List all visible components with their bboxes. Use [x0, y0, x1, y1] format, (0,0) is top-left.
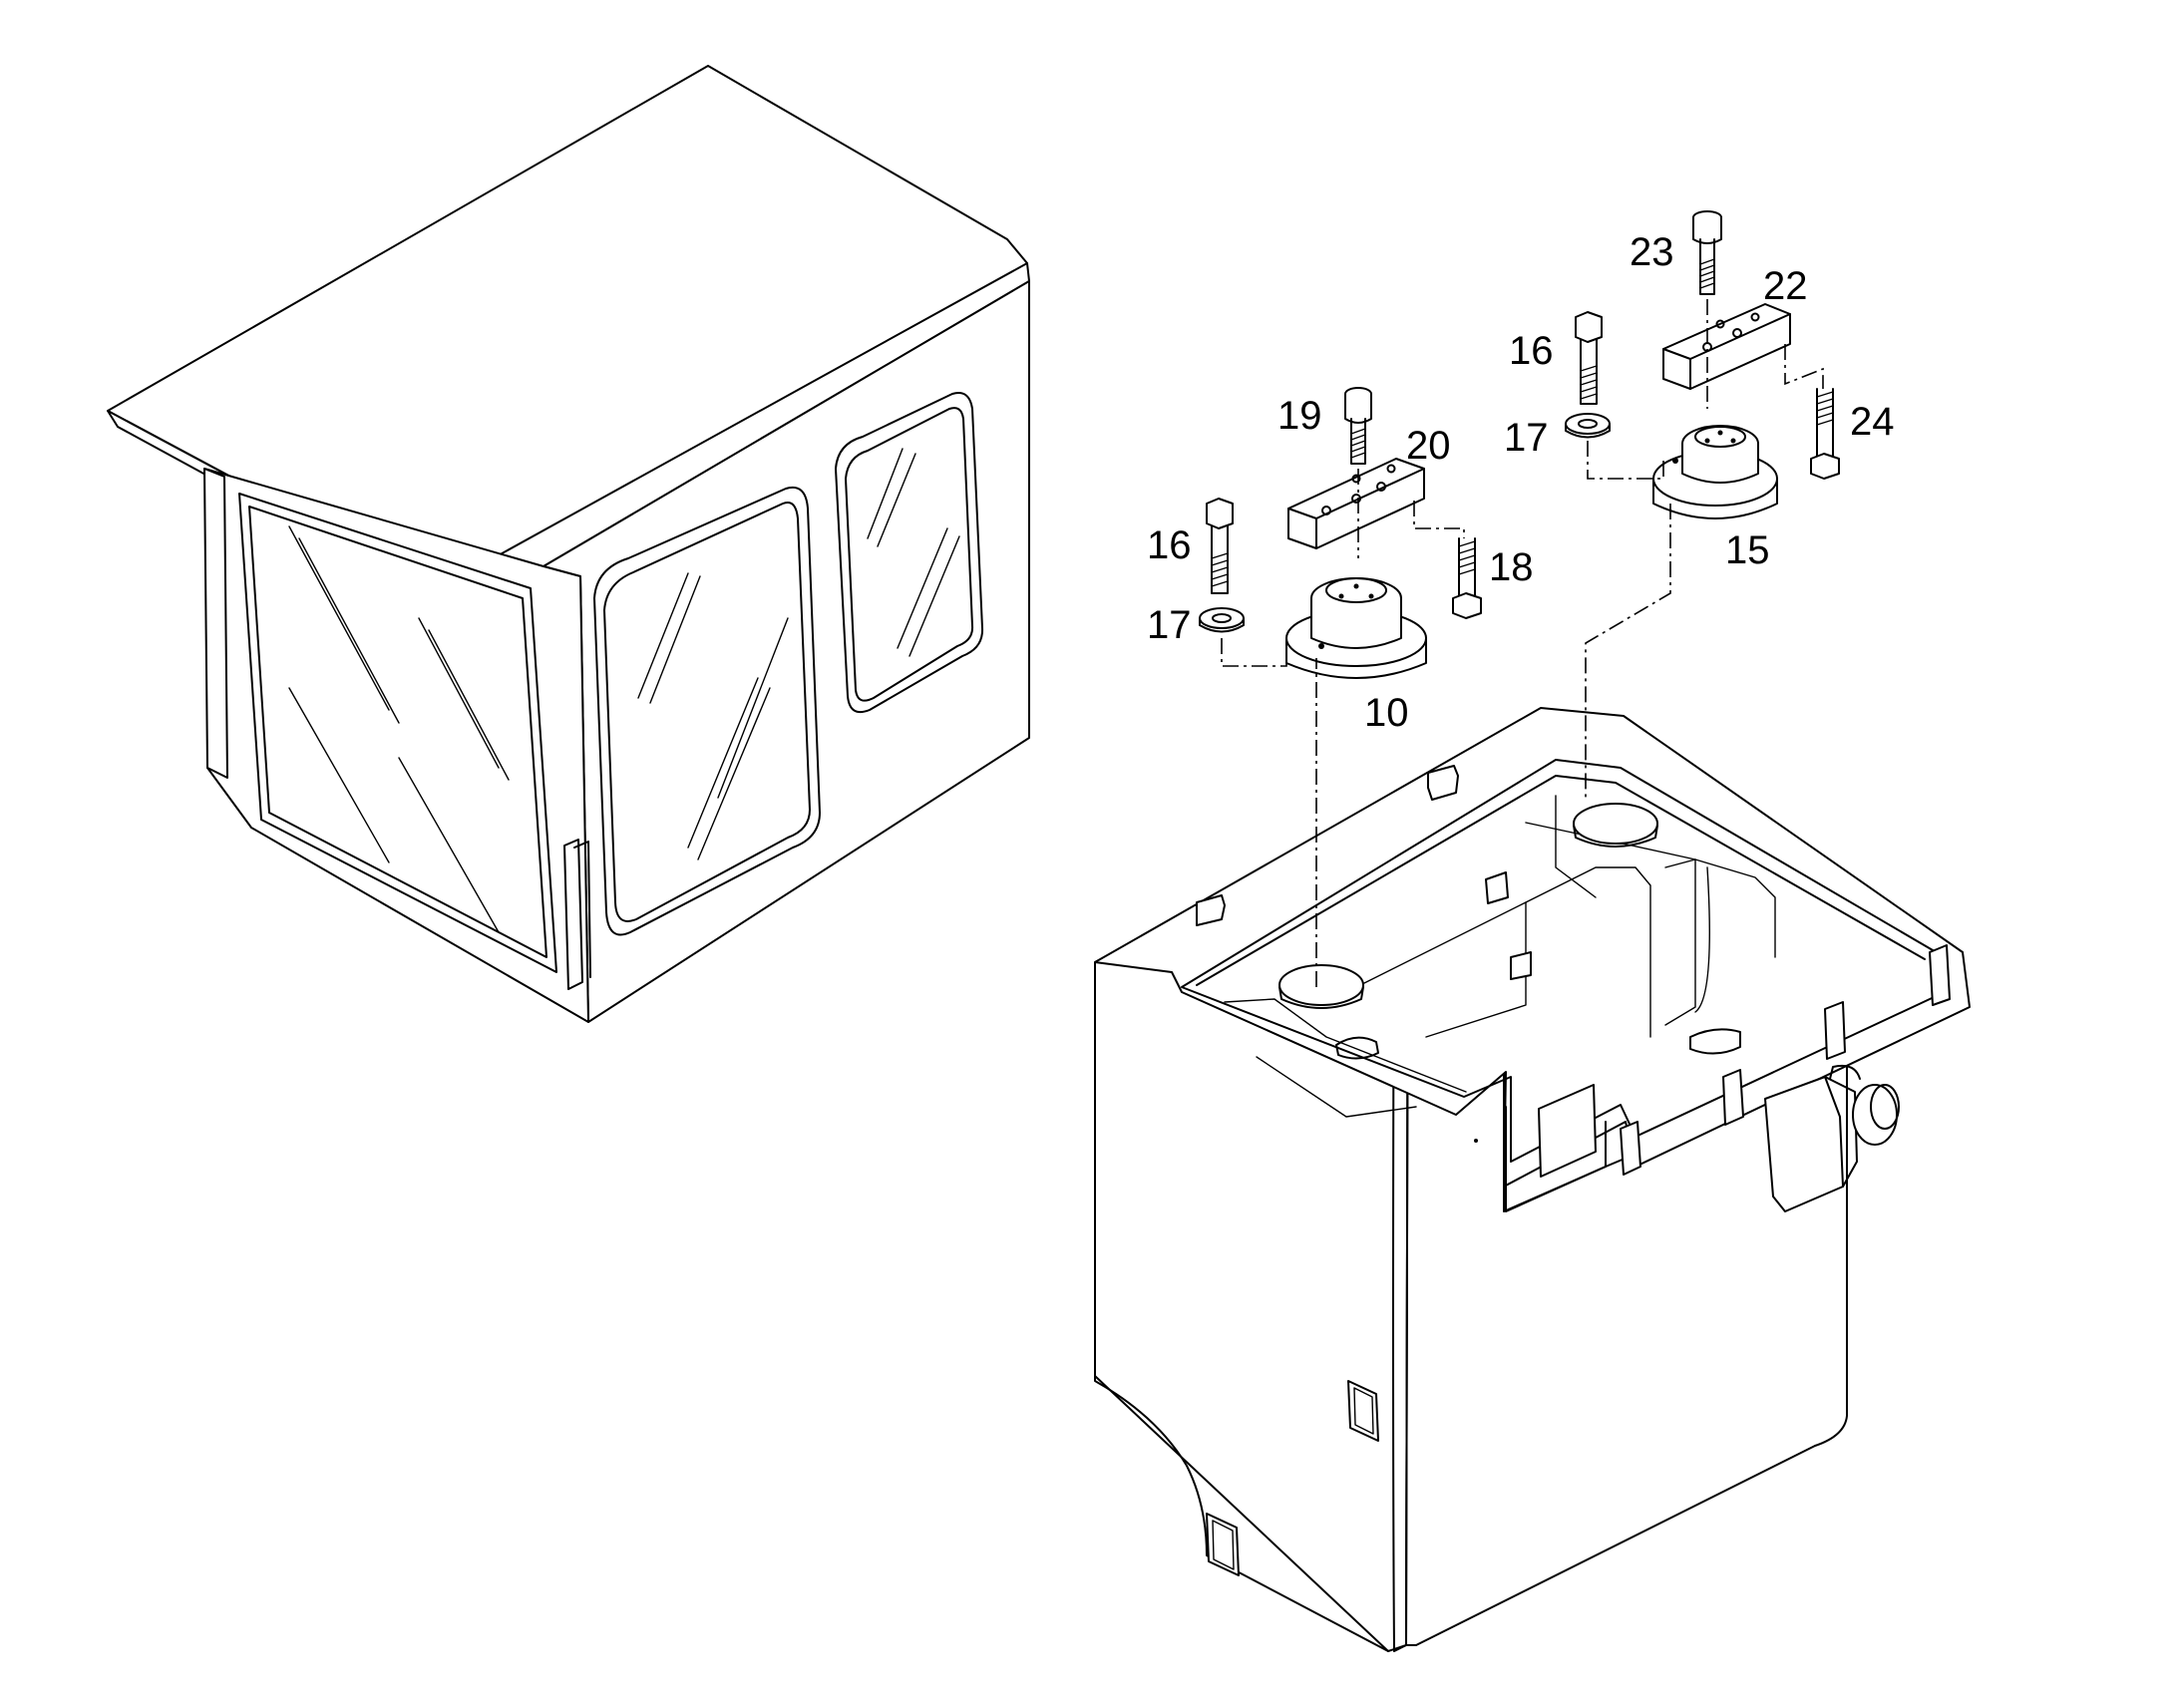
- callout-20: 20: [1406, 424, 1451, 468]
- callout-10: 10: [1364, 691, 1409, 735]
- spacer-plate-20: [1287, 458, 1425, 549]
- rubber-mount-10: [1285, 577, 1427, 679]
- callout-16-right: 16: [1509, 329, 1554, 373]
- assembly-center-lines: [1221, 299, 1824, 987]
- callout-16-left: 16: [1147, 523, 1192, 567]
- operator-cab: [107, 65, 1030, 1023]
- callout-17-right: 17: [1504, 416, 1549, 460]
- cab-base-frame: [1094, 707, 1971, 1652]
- socket-screw-23: [1692, 210, 1722, 295]
- callout-18: 18: [1489, 545, 1534, 589]
- callout-15: 15: [1725, 528, 1770, 572]
- spacer-plate-22: [1662, 303, 1791, 390]
- callout-17-left: 17: [1147, 603, 1192, 647]
- callout-19: 19: [1277, 394, 1322, 438]
- hex-bolt-24: [1810, 388, 1840, 480]
- socket-screw-19: [1344, 387, 1372, 465]
- callout-22: 22: [1763, 264, 1808, 308]
- hex-bolt-18: [1452, 537, 1482, 619]
- callout-labels: 23 22 16 17 24 15 19 20 16 18 17 10: [1147, 230, 1895, 735]
- rubber-mount-15: [1652, 425, 1778, 519]
- callout-23: 23: [1630, 230, 1674, 274]
- washer-17-right: [1565, 413, 1611, 439]
- callout-24: 24: [1850, 400, 1895, 444]
- hex-bolt-16-right: [1575, 311, 1603, 405]
- hex-bolt-16-left: [1206, 498, 1234, 594]
- washer-17-left: [1199, 607, 1245, 633]
